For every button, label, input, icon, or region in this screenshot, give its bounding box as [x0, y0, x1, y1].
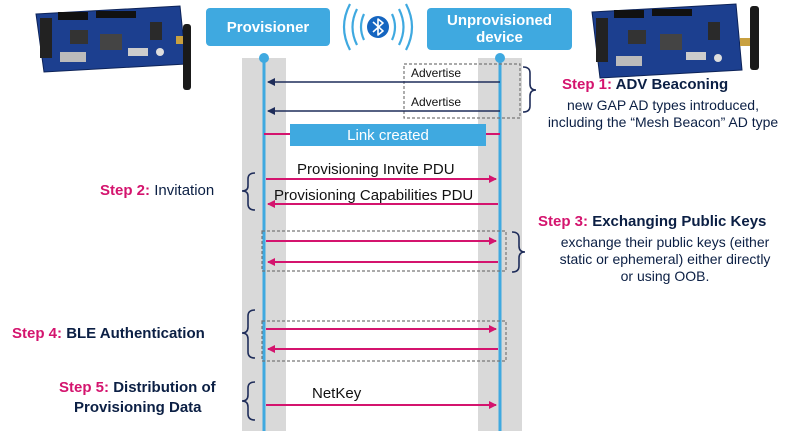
netkey-label: NetKey: [312, 385, 362, 402]
wireless-waves-icon: [342, 3, 414, 51]
step3-title: Exchanging Public Keys: [592, 213, 767, 230]
authentication-dashed-box: [261, 320, 507, 362]
advertise-dashed-box: [403, 63, 521, 119]
step5-number: Step 5: [59, 379, 105, 396]
step1-desc-line2: including the “Mesh Beacon” AD type: [547, 114, 779, 130]
advertise-label-1: Advertise: [411, 66, 462, 80]
step4-bracket: [241, 309, 256, 359]
bluetooth-icon: [367, 16, 389, 38]
step4-title: BLE Authentication: [66, 325, 205, 342]
step1-heading: Step 1: ADV Beaconing: [562, 76, 728, 93]
link-created-label: Link created: [347, 126, 429, 144]
step5-separator: :: [104, 379, 114, 396]
provisioner-header-label: Provisioner: [226, 18, 310, 36]
step5-title-line1: Distribution of: [113, 379, 216, 396]
unprovisioned-header-line2: device: [476, 29, 523, 46]
step5-title-line2: Provisioning Data: [74, 399, 202, 416]
unprovisioned-header-line1: Unprovisioned: [446, 12, 552, 29]
step1-separator: :: [607, 76, 616, 93]
step5-bracket: [241, 381, 256, 421]
step4-number: Step 4: [12, 325, 58, 342]
link-created-bar: Link created: [290, 124, 486, 146]
provisioner-header: Provisioner: [206, 8, 330, 46]
step1-bracket: [522, 66, 537, 113]
step1-description: new GAP AD types introduced, including t…: [534, 97, 792, 131]
step3-number: Step 3: [538, 213, 584, 230]
step1-title: ADV Beaconing: [615, 76, 729, 93]
step1-desc-line1: new GAP AD types introduced,: [567, 97, 759, 113]
advertise-label-2: Advertise: [411, 95, 462, 109]
step4-separator: :: [57, 325, 67, 342]
step3-desc-line1: exchange their public keys (either: [560, 234, 770, 250]
device-lifeline-dot: [495, 53, 505, 63]
step3-heading: Step 3: Exchanging Public Keys: [538, 213, 766, 230]
step2-separator: :: [145, 182, 155, 199]
invite-pdu-label: Provisioning Invite PDU: [297, 161, 455, 178]
step3-separator: :: [583, 213, 593, 230]
provisioner-lifeline-dot: [259, 53, 269, 63]
unprovisioned-device-header: Unprovisioned device: [427, 8, 572, 50]
capabilities-pdu-label: Provisioning Capabilities PDU: [274, 187, 474, 204]
left-dev-board-image: [35, 5, 191, 90]
step2-heading: Step 2: Invitation: [100, 182, 214, 199]
step1-number: Step 1: [562, 76, 608, 93]
step5-heading: Step 5: Distribution of: [59, 379, 216, 396]
step3-description: exchange their public keys (either stati…: [530, 234, 800, 285]
step3-desc-line3: or using OOB.: [620, 268, 710, 284]
step3-bracket: [511, 231, 526, 273]
right-dev-board-image: [591, 3, 759, 79]
step2-bracket: [241, 172, 256, 211]
step2-number: Step 2: [100, 182, 146, 199]
public-keys-dashed-box: [261, 230, 507, 272]
step3-desc-line2: static or ephemeral) either directly: [559, 251, 771, 267]
step2-title: Invitation: [154, 182, 215, 199]
step4-heading: Step 4: BLE Authentication: [12, 325, 205, 342]
